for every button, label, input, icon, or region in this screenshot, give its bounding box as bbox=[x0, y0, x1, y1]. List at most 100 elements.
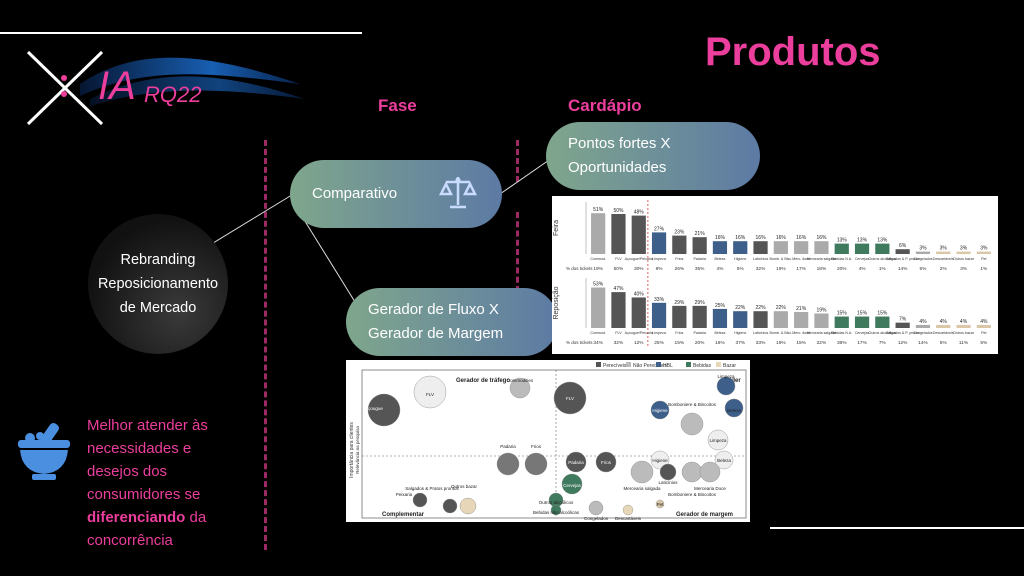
cat-label-1-2: Açougue/Peixaria bbox=[625, 331, 653, 335]
scatter-point-13 bbox=[565, 451, 587, 473]
cat-label-1-15: Salgados & P. pronto bbox=[886, 331, 920, 335]
bar-0-3 bbox=[651, 232, 667, 254]
cat-label-0-1: FLV bbox=[615, 257, 622, 261]
pct-label-0-2: 30% bbox=[634, 266, 644, 272]
header-fase: Fase bbox=[378, 96, 417, 115]
node-comparativo[interactable]: Comparativo bbox=[290, 160, 502, 228]
scatter-point-3 bbox=[553, 381, 587, 415]
pct-label-0-8: 32% bbox=[756, 266, 766, 272]
node-pontos-line1: Pontos fortes X bbox=[568, 135, 671, 152]
benefit-before: Melhor atender às necessidades e desejos… bbox=[87, 417, 208, 503]
scatter-point-21 bbox=[442, 498, 458, 514]
divider-right-lower bbox=[516, 212, 519, 292]
pct-label-0-17: 2% bbox=[940, 266, 948, 272]
bar-1-18 bbox=[956, 324, 971, 328]
cat-label-1-0: Commod. bbox=[590, 331, 606, 335]
node-comparativo-label: Comparativo bbox=[312, 185, 398, 202]
scatter-label-18: Bomboniere & Biscoitos bbox=[668, 492, 717, 497]
scatter-point-26 bbox=[622, 504, 634, 516]
scatter-point-10 bbox=[714, 450, 734, 470]
scatter-label-20: Peixaria bbox=[396, 492, 413, 497]
scatter-point-6 bbox=[716, 376, 736, 396]
mortar-pestle-icon bbox=[18, 423, 70, 480]
pct-label-1-9: 19% bbox=[776, 340, 786, 346]
cat-label-1-11: Mercearia salgada bbox=[807, 331, 837, 335]
bar-1-19 bbox=[976, 324, 991, 328]
cat-label-0-15: Salgados & P. pronto bbox=[886, 257, 920, 261]
cat-label-1-14: Outros alcoólicos bbox=[869, 331, 897, 335]
bar-label-0-10: 16% bbox=[796, 235, 807, 241]
bar-label-0-8: 16% bbox=[756, 235, 767, 241]
cat-label-0-18: Outros bazar bbox=[953, 257, 975, 261]
scatter-point-2 bbox=[509, 377, 531, 399]
pct-label-0-5: 35% bbox=[695, 266, 705, 272]
scatter-label-13: Padaria bbox=[568, 460, 584, 465]
scatter-point-24 bbox=[550, 504, 562, 516]
scatter-label-10: Beleza bbox=[717, 458, 731, 463]
balance-scale-icon bbox=[438, 177, 478, 209]
bar-label-1-7: 22% bbox=[735, 305, 746, 311]
node-gerador-line2: Gerador de Margem bbox=[368, 325, 504, 342]
pct-label-0-9: 19% bbox=[776, 266, 786, 272]
bar-0-14 bbox=[875, 243, 890, 254]
bar-1-10 bbox=[794, 311, 809, 328]
bar-label-0-15: 6% bbox=[899, 243, 907, 249]
pct-label-1-16: 14% bbox=[918, 340, 928, 346]
scatter-point-22 bbox=[459, 497, 477, 515]
bar-label-0-3: 27% bbox=[654, 226, 665, 232]
node-pontos-fortes[interactable]: Pontos fortes X Oportunidades bbox=[546, 122, 760, 190]
scatter-label-1: FLV bbox=[426, 392, 434, 397]
bar-label-1-6: 25% bbox=[715, 303, 726, 309]
legend-label-3: Bebidas bbox=[693, 363, 712, 369]
bar-label-1-16: 4% bbox=[919, 319, 927, 325]
bar-0-7 bbox=[733, 241, 748, 254]
series-name-0: Feira bbox=[553, 220, 560, 236]
bar-label-0-7: 16% bbox=[735, 235, 746, 241]
bar-label-0-14: 13% bbox=[877, 238, 888, 244]
bar-1-8 bbox=[753, 311, 768, 328]
cat-label-0-4: Frios bbox=[675, 257, 683, 261]
top-divider bbox=[0, 32, 362, 34]
node-pontos-line2: Oportunidades bbox=[568, 159, 667, 176]
pct-label-1-4: 15% bbox=[675, 340, 685, 346]
root-node[interactable]: Rebranding Reposicionamento de Mercado bbox=[88, 214, 228, 354]
legend-label-1: Não Perecíveis bbox=[633, 363, 667, 369]
cat-label-0-13: Cervejas bbox=[855, 257, 869, 261]
bar-label-0-9: 16% bbox=[776, 235, 787, 241]
pct-label-1-14: 7% bbox=[879, 340, 887, 346]
bar-label-0-16: 3% bbox=[919, 246, 927, 252]
bar-0-12 bbox=[834, 243, 849, 254]
scatter-label-21: Salgados & Pratos prontos bbox=[405, 486, 459, 491]
scatter-label-6: Limpeza bbox=[717, 374, 735, 379]
node-gerador[interactable]: Gerador de Fluxo X Gerador de Margem bbox=[346, 288, 558, 356]
divider-right bbox=[516, 140, 519, 182]
logo-wave bbox=[26, 50, 305, 126]
scatter-label-2: Commodities bbox=[507, 378, 534, 383]
scatter-label-25: Congelados bbox=[584, 516, 609, 521]
scatter-point-19 bbox=[699, 461, 721, 483]
bar-label-1-18: 4% bbox=[960, 319, 968, 325]
scatter-point-12 bbox=[524, 452, 548, 476]
scatter-label-24: Bebidas não alcoólicas bbox=[533, 510, 580, 515]
cat-label-0-6: Beleza bbox=[714, 257, 725, 261]
pct-label-1-5: 20% bbox=[695, 340, 705, 346]
bar-label-1-3: 33% bbox=[654, 297, 665, 303]
scatter-point-7 bbox=[724, 398, 744, 418]
scatter-point-18 bbox=[681, 461, 703, 483]
pct-label-1-10: 15% bbox=[796, 340, 806, 346]
scatter-label-5: Bomboniere & Biscoitos bbox=[668, 402, 717, 407]
bar-label-1-10: 21% bbox=[796, 306, 807, 312]
bar-0-9 bbox=[773, 241, 788, 254]
bar-chart: Feira51%Commod.19%50%FLV50%48%Açougue/Pe… bbox=[553, 200, 991, 346]
pct-label-1-12: 36% bbox=[837, 340, 847, 346]
legend-swatch-0 bbox=[596, 362, 601, 367]
quadrant-3: Gerador de margem bbox=[676, 512, 733, 518]
bar-label-0-4: 23% bbox=[674, 230, 685, 236]
bar-label-1-13: 15% bbox=[857, 311, 868, 317]
scatter-point-27 bbox=[655, 499, 665, 509]
pct-label-0-6: 4% bbox=[716, 266, 724, 272]
cat-label-0-0: Commod. bbox=[590, 257, 606, 261]
root-line-2: Reposicionamento bbox=[97, 276, 219, 292]
